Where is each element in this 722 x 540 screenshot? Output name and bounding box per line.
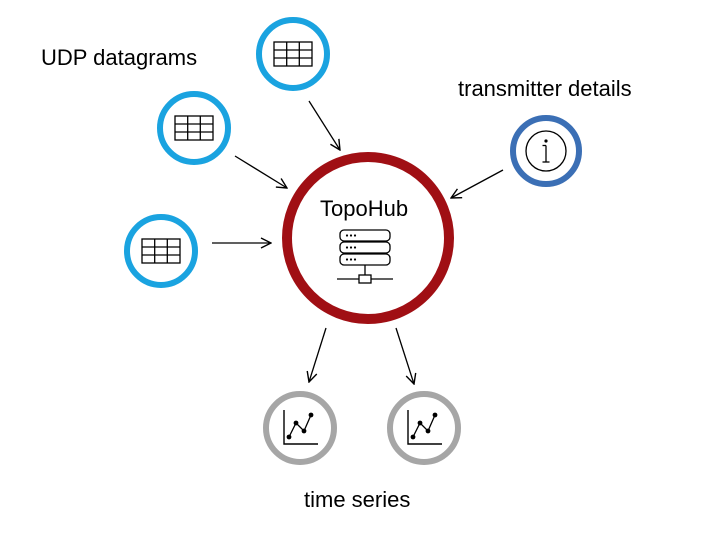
table-grid-icon [174,115,214,141]
udp-datagrams-label: UDP datagrams [41,45,198,70]
time-series-node-right [387,391,461,465]
datagram-node-left [124,214,198,288]
arrow-hub-to-series-left [309,327,327,382]
table-grid-icon [273,41,313,67]
time-series-node-left [263,391,337,465]
datagram-node-middle [157,91,231,165]
table-grid-icon [141,238,181,264]
datagram-node-top [256,17,330,91]
arrow-transmitter-to-hub [451,169,504,198]
arrow-hub-to-series-right [395,327,414,384]
transmitter-node [510,115,582,187]
hub-node [282,152,454,324]
arrow-middle-datagram-to-hub [234,155,287,188]
hub-label: TopoHub [320,196,409,221]
time-series-label: time series [304,487,411,512]
arrow-top-datagram-to-hub [308,100,340,150]
transmitter-details-label: transmitter details [458,76,632,101]
server-stack-icon [337,229,393,284]
